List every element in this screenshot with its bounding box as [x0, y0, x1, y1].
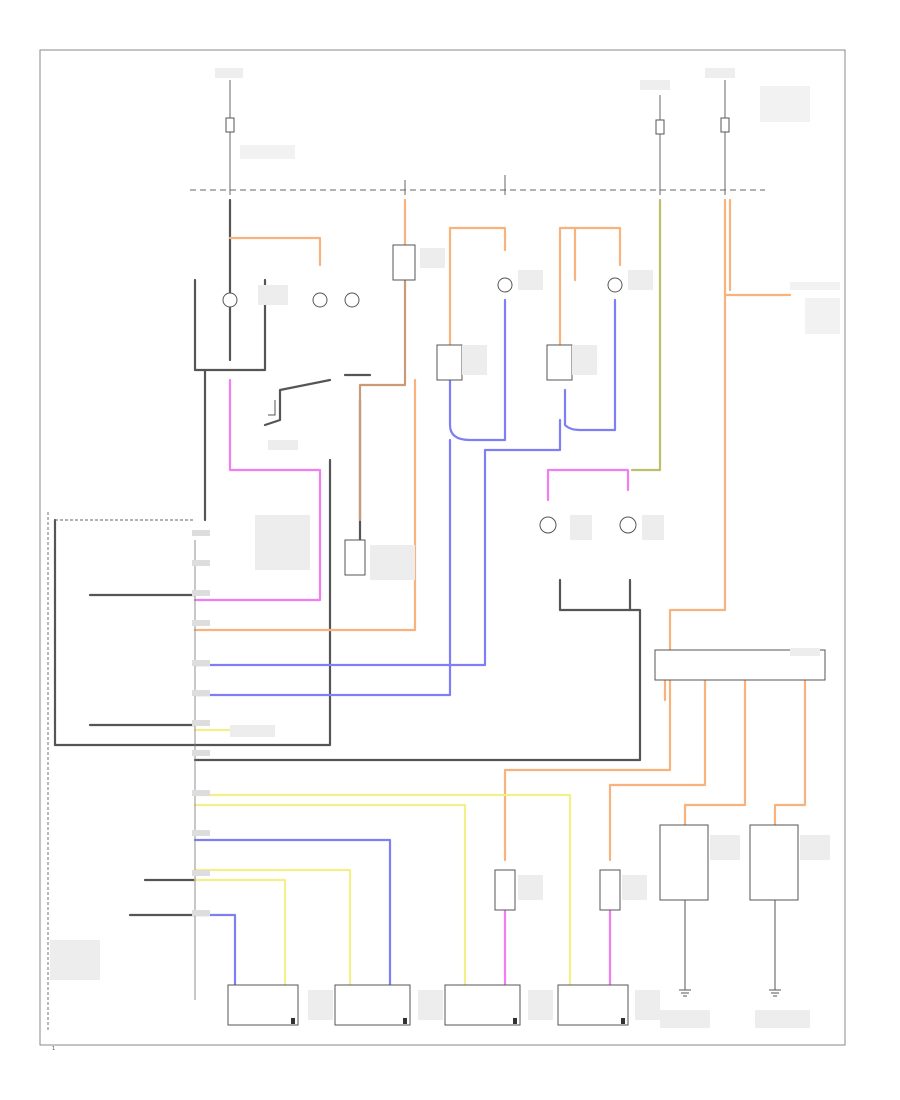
label-blocks	[50, 248, 830, 1028]
bottom-switch-row	[227, 984, 629, 1026]
door-switch-left	[344, 539, 366, 576]
vanity-lamp-left	[659, 824, 709, 901]
page-reference: 1	[52, 1046, 55, 1052]
ground-symbols	[268, 400, 781, 997]
wires-pink	[193, 378, 630, 987]
diagram-border	[39, 49, 846, 1046]
control-module	[47, 512, 210, 1030]
light-sensor-left	[494, 869, 516, 911]
wires-blue	[193, 298, 617, 987]
wires-black	[53, 198, 642, 917]
top-labels	[215, 68, 840, 334]
wires-orange	[193, 198, 807, 862]
relay-right-center	[546, 344, 573, 381]
relays-and-modules	[344, 244, 826, 911]
wires-olive	[630, 198, 662, 472]
vanity-lamp-right	[749, 824, 799, 901]
relay-left-center	[436, 344, 463, 381]
light-sensor-right	[599, 869, 621, 911]
wires-yellow	[193, 728, 572, 987]
fuse-block-top	[190, 80, 765, 195]
fuse-symbols	[225, 117, 730, 135]
relay-top	[392, 244, 416, 281]
wires-brown	[358, 278, 407, 522]
